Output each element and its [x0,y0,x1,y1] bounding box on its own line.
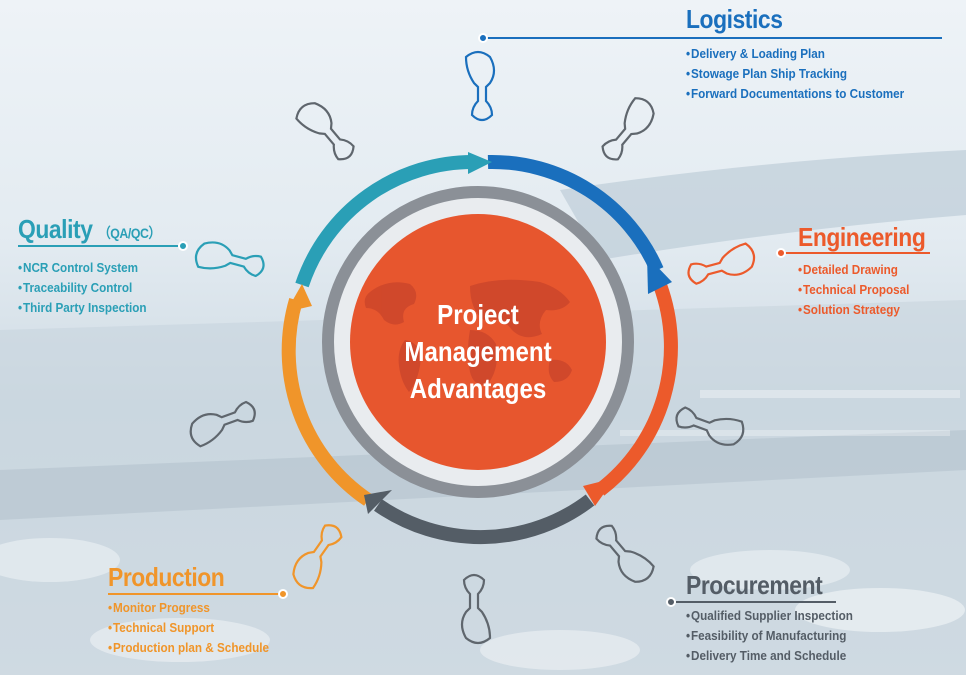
center-title-line: Project [437,299,519,330]
section-items-quality: NCR Control System Traceability Control … [18,258,180,318]
section-subtitle-quality: （QA/QC） [98,225,161,241]
world-map-icon [364,279,572,392]
list-item: Technical Support [108,618,269,638]
ring-arrowhead-procurement [364,490,392,514]
ring-arrowhead-engineering [583,478,615,506]
section-items-logistics: Delivery & Loading Plan Stowage Plan Shi… [686,44,928,104]
list-item: Delivery Time and Schedule [686,646,853,666]
center-title-line: Advantages [409,373,547,404]
gear-lever-icon [595,524,655,583]
list-item: Forward Documentations to Customer [686,84,904,104]
list-item: NCR Control System [18,258,164,278]
ring-segment-logistics [487,154,664,273]
gear-lever-icon [601,97,655,161]
gear-lever-icon [460,573,492,645]
list-item: Technical Proposal [798,280,928,300]
ring-segment-engineering [595,282,678,496]
connector-logistics [486,37,942,39]
center-title: Project Management Advantages [390,296,565,407]
list-item: Stowage Plan Ship Tracking [686,64,904,84]
gear-lever-icon [687,242,756,285]
section-items-production: Monitor Progress Technical Support Produ… [108,598,287,658]
ring-segment-production [281,298,372,506]
gear-lever-icon [292,524,343,590]
section-items-procurement: Qualified Supplier Inspection Feasibilit… [686,606,871,666]
section-production: Production Monitor Progress Technical Su… [108,562,287,658]
ring-arrowhead-production [286,284,312,312]
connector-procurement [676,601,836,603]
connector-dot-production [278,589,288,599]
section-title-procurement: Procurement [686,570,823,600]
section-quality: Quality （QA/QC） NCR Control System Trace… [18,214,180,318]
gear-lever-icon [295,102,355,161]
gear-lever-icon [194,241,265,278]
section-logistics: Logistics Delivery & Loading Plan Stowag… [686,4,928,104]
section-title-quality-text: Quality [18,214,93,244]
section-title-production: Production [108,562,225,592]
list-item: Third Party Inspection [18,298,164,318]
list-item: Monitor Progress [108,598,269,618]
list-item: Production plan & Schedule [108,638,269,658]
list-item: Qualified Supplier Inspection [686,606,853,626]
connector-dot-logistics [478,33,488,43]
list-item: Detailed Drawing [798,260,928,280]
center-title-line: Management [404,336,552,367]
spoke-handles [189,50,756,645]
list-item: Solution Strategy [798,300,928,320]
gear-lever-icon [189,400,256,448]
connector-dot-procurement [666,597,676,607]
list-item: Traceability Control [18,278,164,298]
connector-dot-engineering [776,248,786,258]
section-title-quality: Quality （QA/QC） [18,214,161,248]
connector-production [108,593,280,595]
ring-segments [281,152,678,545]
ring-arrowhead-quality [468,152,492,174]
section-items-engineering: Detailed Drawing Technical Proposal Solu… [798,260,943,320]
ring-arrowhead-logistics [647,256,672,294]
ring-segment-quality [295,154,476,288]
section-title-engineering: Engineering [798,222,926,252]
list-item: Delivery & Loading Plan [686,44,904,64]
connector-quality [18,245,178,247]
connector-engineering [784,252,930,254]
gear-lever-icon [464,50,496,122]
section-engineering: Engineering Detailed Drawing Technical P… [798,222,943,320]
gear-lever-icon [675,406,745,446]
ring-segment-procurement [374,494,595,545]
connector-dot-quality [178,241,188,251]
list-item: Feasibility of Manufacturing [686,626,853,646]
section-title-logistics: Logistics [686,4,783,34]
section-procurement: Procurement Qualified Supplier Inspectio… [686,570,871,666]
